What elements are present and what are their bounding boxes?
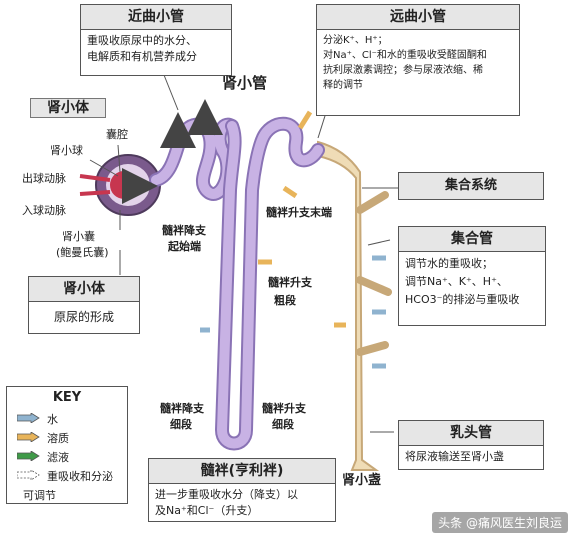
label-desc-thin: 细段 [170,418,192,431]
papillary-duct-line: 将尿液输送至肾小盏 [405,450,504,463]
renal-corpuscle-box: 肾小体 原尿的形成 [28,276,140,334]
label-desc-start: 髓袢降支 [162,224,206,237]
arrow-icon [17,413,40,423]
key-item: 水 [7,409,127,428]
label-shen-xiao-nang: 肾小囊 [62,230,95,243]
key-title: KEY [52,390,82,405]
label-calyx: 肾小盏 [342,473,382,488]
arrow-icon [17,451,40,461]
dct-line: 释的调节 [323,80,363,91]
label-nang-qiang: 囊腔 [106,128,128,141]
dct-line: 抗利尿激素调控；参与尿液浓缩、稀 [323,65,483,76]
loop-line: 及Na⁺和Cl⁻（升支） [155,504,259,517]
label-asc-end: 髓袢升支末端 [266,206,332,219]
loop-line: 进一步重吸收水分（降支）以 [155,488,298,501]
dashed-arrow-icon [17,470,40,480]
collecting-duct-shape [317,140,380,471]
label-shen-xiao-ti: 肾小体 [30,98,106,118]
collecting-system-title: 集合系统 [444,178,497,193]
glomerulus-shape [110,171,138,199]
collecting-system-box: 集合系统 [398,172,544,200]
label-shen-xiao-qiu: 肾小球 [50,144,83,157]
collecting-duct-title: 集合管 [399,227,545,252]
label-ru-qiu: 入球动脉 [22,204,66,217]
key-label: 溶质 [47,432,69,445]
label-asc-thick: 粗段 [274,294,296,307]
dct-title: 远曲小管 [317,5,519,30]
label-desc-start: 起始端 [168,240,201,253]
renal-corpuscle-title: 肾小体 [29,277,139,302]
label-chu-qiu: 出球动脉 [22,172,66,185]
label-asc-thick: 髓袢升支 [268,276,312,289]
label-asc-thin: 髓袢升支 [262,402,306,415]
arrow-icon [17,432,40,442]
key-label: 滤液 [47,451,69,464]
dct-line: 分泌K⁺、H⁺； [323,35,388,46]
papillary-duct-title: 乳头管 [399,421,543,446]
dct-box: 远曲小管 分泌K⁺、H⁺； 对Na⁺、Cl⁻和水的重吸收受醛固酮和 抗利尿激素调… [316,4,520,116]
label-bao-man: (鲍曼氏囊) [56,246,109,259]
loop-title: 髓袢(亨利袢) [149,459,335,484]
key-item: 可调节 [7,485,127,504]
collecting-duct-line: 调节Na⁺、K⁺、H⁺、 [405,275,508,288]
key-item: 溶质 [7,428,127,447]
label-shen-xiao-guan: 肾小管 [222,74,268,92]
key-label: 水 [47,413,58,426]
collecting-duct-box: 集合管 调节水的重吸收； 调节Na⁺、K⁺、H⁺、 HCO3⁻的排泌与重吸收 [398,226,546,326]
pct-line: 重吸收原尿中的水分、 [87,34,197,47]
pct-box: 近曲小管 重吸收原尿中的水分、 电解质和有机营养成分 [80,4,232,76]
key-label: 可调节 [23,489,56,502]
loop-box: 髓袢(亨利袢) 进一步重吸收水分（降支）以 及Na⁺和Cl⁻（升支） [148,458,336,522]
key-item: 重吸收和分泌 [7,466,127,485]
label-desc-thin: 髓袢降支 [160,402,204,415]
label-asc-thin: 细段 [272,418,294,431]
renal-corpuscle-line: 原尿的形成 [53,310,114,324]
key-item: 滤液 [7,447,127,466]
dct-line: 对Na⁺、Cl⁻和水的重吸收受醛固酮和 [323,50,487,61]
pct-line: 电解质和有机营养成分 [87,50,197,63]
key-label: 重吸收和分泌 [47,470,113,483]
pct-title: 近曲小管 [81,5,231,30]
papillary-duct-box: 乳头管 将尿液输送至肾小盏 [398,420,544,470]
collecting-duct-line: 调节水的重吸收； [405,257,493,270]
key-legend: KEY 水 溶质 滤液 重吸收和分泌 可调节 [6,386,128,504]
collecting-duct-line: HCO3⁻的排泌与重吸收 [405,293,520,306]
watermark: 头条 @痛风医生刘良运 [432,512,568,533]
